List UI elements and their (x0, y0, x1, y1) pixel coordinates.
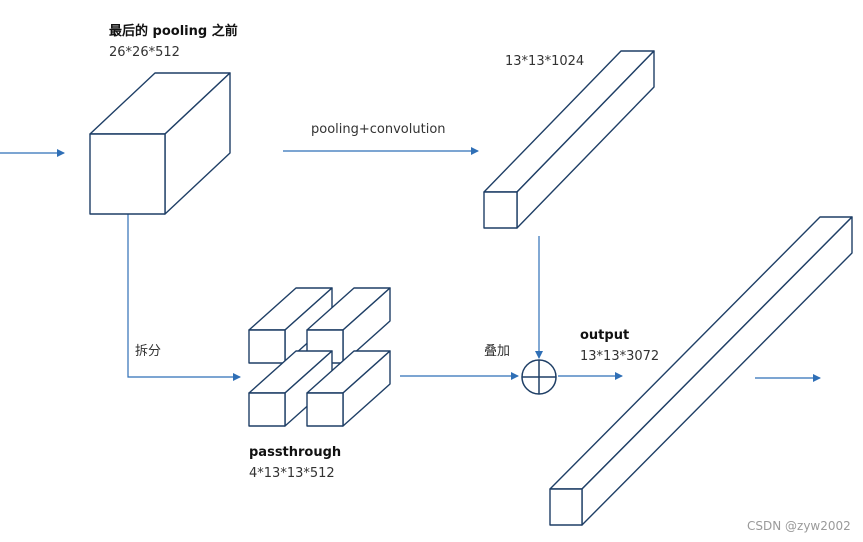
before-pooling-dims: 26*26*512 (109, 45, 180, 60)
watermark: CSDN @zyw2002 (747, 519, 851, 533)
split-label: 拆分 (135, 344, 162, 359)
passthrough-title: passthrough (249, 445, 342, 460)
output-dims: 13*13*3072 (580, 349, 660, 364)
before-pooling-cube (89, 72, 231, 215)
before-pooling-title: 最后的 pooling 之前 (109, 24, 238, 39)
passthrough-block-3 (248, 350, 333, 427)
split-arrow (127, 214, 241, 381)
concat-label: 叠加 (484, 344, 511, 359)
passthrough-block-2 (306, 287, 391, 364)
circled-plus-icon (521, 359, 557, 395)
top-long-bar (483, 50, 655, 229)
passthrough-dims: 4*13*13*512 (249, 466, 335, 481)
pooling-conv-label: pooling+convolution (311, 122, 446, 137)
top-tensor-dims: 13*13*1024 (505, 54, 585, 69)
passthrough-block-1 (248, 287, 333, 364)
output-title: output (580, 328, 630, 343)
output-long-bar (549, 216, 853, 526)
passthrough-block-4 (306, 350, 391, 427)
